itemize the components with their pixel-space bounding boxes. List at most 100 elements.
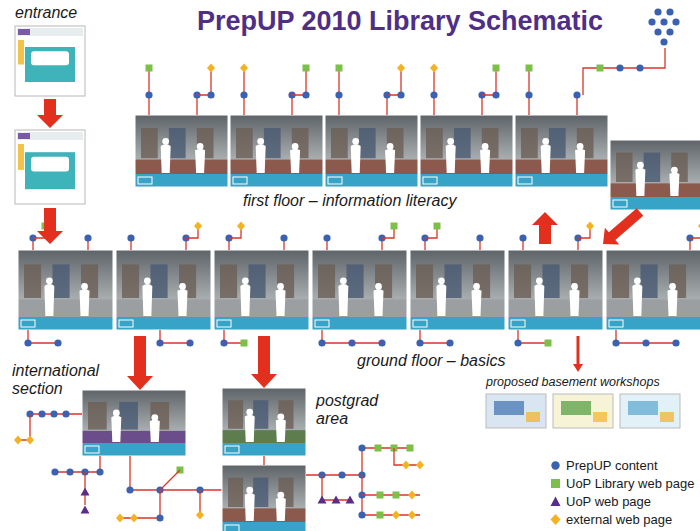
person-head	[571, 283, 578, 290]
prepup-dot	[660, 38, 667, 45]
screen-header	[17, 132, 83, 140]
prepup-dot	[126, 486, 133, 493]
legend-swatch	[549, 513, 562, 526]
link-wire	[420, 330, 450, 343]
external-diamond	[14, 436, 22, 445]
person-head	[637, 162, 644, 169]
prepup-dot	[358, 511, 365, 518]
legend-text: UoP Library web page	[566, 476, 694, 491]
panel-border	[214, 250, 309, 330]
photo-floor	[410, 300, 505, 317]
photo-shelf	[416, 264, 433, 298]
uop-triangle	[332, 496, 341, 504]
prepup-dot	[416, 339, 423, 346]
caption-bar	[410, 317, 505, 330]
prepup-dot	[186, 339, 193, 346]
link-wire	[387, 68, 401, 95]
caption-bar	[606, 317, 700, 330]
person-head	[277, 413, 284, 420]
caption-button	[328, 177, 342, 184]
web-screenshot	[15, 26, 85, 96]
photo-wall	[325, 115, 418, 187]
workshop-thumb-detail	[561, 401, 591, 415]
panel-border	[18, 250, 113, 330]
external-diamond	[392, 511, 400, 520]
person-head	[542, 138, 549, 145]
person-head	[671, 167, 678, 174]
photo-shelf	[169, 128, 186, 158]
panel-border	[222, 388, 306, 456]
person-head	[438, 277, 445, 284]
photo-shelf	[119, 402, 138, 430]
photo-wall	[606, 250, 700, 330]
link-wire	[197, 68, 211, 95]
workshop-thumb-detail	[593, 412, 607, 422]
flow-arrow	[37, 208, 63, 244]
person-head	[257, 138, 264, 145]
caption-bar	[610, 197, 700, 210]
person-silhouette	[240, 284, 250, 316]
prepup-dot	[24, 339, 31, 346]
external-diamond	[586, 222, 594, 231]
person-head	[162, 138, 169, 145]
photo-panel	[610, 140, 700, 210]
library-square	[493, 65, 500, 72]
prepup-dot	[636, 64, 643, 71]
photo-wall	[135, 115, 228, 187]
caption-bar	[230, 174, 323, 187]
legend-swatch-diamond	[551, 514, 561, 525]
prepup-dot	[50, 410, 57, 417]
legend-swatch-triangle	[551, 496, 561, 506]
photo-wall	[312, 250, 407, 330]
panel-border	[222, 465, 306, 531]
entrance-group: entrance	[12, 2, 90, 208]
prepup-dot	[280, 234, 287, 241]
person-head	[179, 283, 186, 290]
photo-shelf	[331, 128, 348, 158]
caption-button	[613, 200, 627, 207]
workshop-thumb-detail	[660, 412, 674, 422]
photo-shelf	[122, 264, 139, 298]
flow-arrow	[603, 208, 643, 244]
caption-button	[138, 177, 152, 184]
photo-wall	[515, 115, 608, 187]
person-head	[292, 143, 299, 150]
legend-text: PrepUP content	[566, 458, 658, 473]
library-square	[241, 340, 248, 347]
photo-wall	[214, 250, 309, 330]
web-screenshot	[15, 130, 85, 204]
photo-shelf	[445, 264, 462, 298]
library-square	[597, 65, 604, 72]
photo-floor	[606, 300, 700, 317]
caption-button	[21, 320, 35, 327]
person-head	[242, 277, 249, 284]
section-box: postgrad area	[222, 388, 306, 456]
caption-button	[518, 177, 532, 184]
caption-bar	[222, 522, 306, 531]
person-silhouette	[632, 284, 642, 316]
flow-arrow	[251, 336, 277, 388]
photo-wall	[116, 250, 211, 330]
photo-shelf	[228, 400, 243, 429]
caption-bar	[515, 174, 608, 187]
person-silhouette	[385, 149, 395, 173]
person-head	[375, 283, 382, 290]
caption-bar	[222, 443, 306, 456]
caption-bar	[420, 174, 513, 187]
library-square	[407, 445, 414, 452]
photo-shelf	[641, 264, 658, 298]
prepup-dot	[492, 91, 499, 98]
panel-border	[508, 250, 603, 330]
caption-button	[225, 525, 239, 531]
person-silhouette	[245, 493, 255, 521]
person-silhouette	[256, 144, 266, 173]
external-diamond	[698, 222, 700, 231]
external-diamond	[26, 436, 34, 445]
prepup-dot	[207, 91, 214, 98]
caption-bar	[82, 443, 186, 456]
photo-floor	[18, 300, 113, 317]
uop-triangle	[81, 506, 90, 514]
screen-panel	[25, 152, 75, 189]
library-square	[375, 445, 382, 452]
